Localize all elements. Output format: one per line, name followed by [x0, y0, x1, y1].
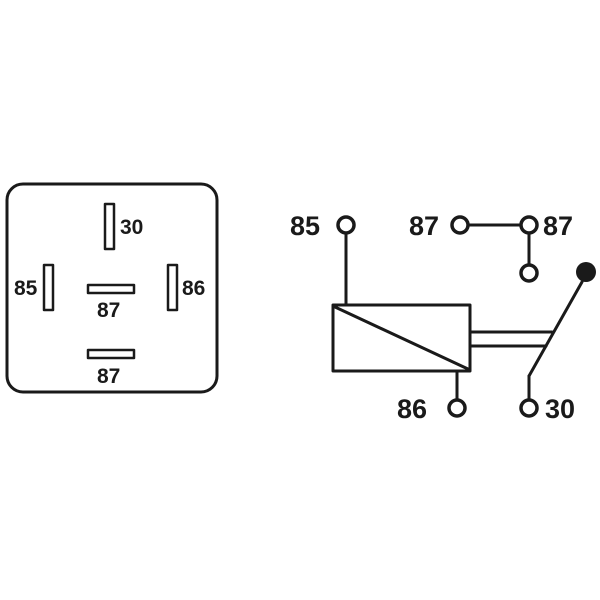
coil-box [331, 303, 472, 373]
footprint-pin-85 [42, 263, 55, 312]
relay-housing-outline [5, 182, 219, 394]
terminal-87-left [450, 215, 470, 235]
switch-pivot-dot [576, 262, 596, 282]
terminal-30-label: 30 [545, 394, 575, 424]
relay-schematic: 85 86 87 87 30 [290, 211, 596, 424]
terminal-85-label: 85 [290, 211, 320, 241]
footprint-pin-87-center [86, 283, 136, 295]
terminal-30 [519, 398, 539, 418]
terminal-87-right [519, 215, 539, 235]
terminal-85 [336, 215, 356, 235]
footprint-pin-87-bottom [86, 348, 136, 360]
footprint-pin-87-bottom-label: 87 [97, 365, 120, 388]
footprint-pin-87-center-label: 87 [97, 299, 120, 322]
terminal-86-label: 86 [397, 394, 427, 424]
footprint-pin-85-label: 85 [14, 277, 38, 300]
coil-diagonal [333, 305, 470, 371]
footprint-pin-86 [166, 263, 179, 312]
footprint-pin-30 [103, 202, 116, 251]
footprint-pin-30-label: 30 [120, 216, 143, 239]
contact-87-point [519, 263, 539, 283]
terminal-87-right-label: 87 [543, 211, 573, 241]
terminal-87-left-label: 87 [409, 211, 439, 241]
terminal-86 [447, 398, 467, 418]
switch-arm [527, 280, 584, 378]
relay-footprint: 30 85 86 87 87 [5, 182, 219, 394]
footprint-pin-86-label: 86 [182, 277, 205, 300]
